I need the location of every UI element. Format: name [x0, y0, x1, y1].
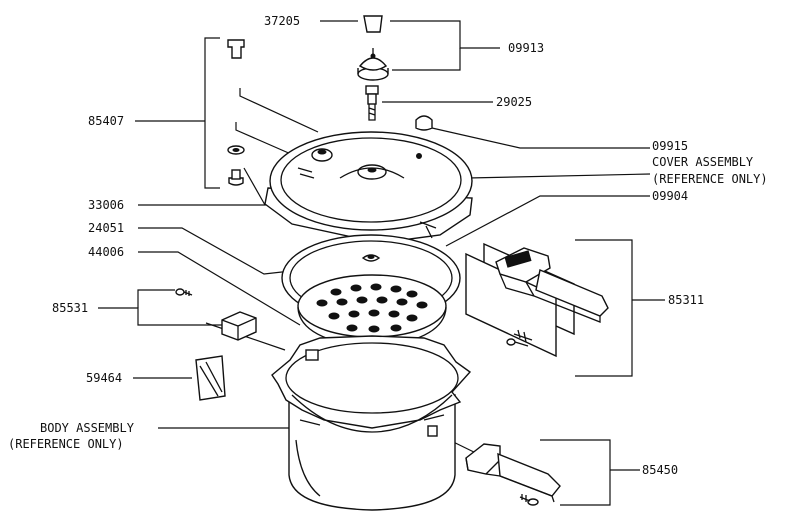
vent-pipe-part: [365, 85, 379, 121]
label-09915: 09915: [652, 139, 688, 153]
label-09904: 09904: [652, 189, 688, 203]
label-24051: 24051: [88, 221, 124, 235]
label-37205: 37205: [264, 14, 300, 28]
label-body-reference-only: (REFERENCE ONLY): [8, 437, 124, 451]
instruction-label-part: [195, 355, 226, 401]
handle-screw-grommet-parts: [227, 39, 245, 186]
weight-cap-part: [363, 15, 383, 33]
part-labels: 37205 09913 29025 85407 09915 COVER ASSE…: [8, 14, 768, 477]
rack-holes: [316, 283, 428, 333]
overpressure-plug-part: [415, 115, 433, 131]
label-44006: 44006: [88, 245, 124, 259]
label-29025: 29025: [496, 95, 532, 109]
label-85531: 85531: [52, 301, 88, 315]
screw-85531-part: [175, 288, 193, 296]
helper-handle-part: [465, 443, 561, 506]
label-59464: 59464: [86, 371, 122, 385]
handle-block-part: [221, 311, 257, 341]
label-85450: 85450: [642, 463, 678, 477]
label-09913: 09913: [508, 41, 544, 55]
pressure-regulator-part: [357, 48, 389, 81]
label-33006: 33006: [88, 198, 124, 212]
label-cover-reference-only: (REFERENCE ONLY): [652, 172, 768, 186]
label-body-assembly: BODY ASSEMBLY: [40, 421, 135, 435]
leader-lines: [98, 20, 665, 506]
label-cover-assembly: COVER ASSEMBLY: [652, 155, 754, 169]
cover-lid: [264, 131, 473, 244]
main-handle-part: [465, 242, 609, 358]
label-85311: 85311: [668, 293, 704, 307]
label-85407: 85407: [88, 114, 124, 128]
pot-body: [271, 335, 472, 511]
